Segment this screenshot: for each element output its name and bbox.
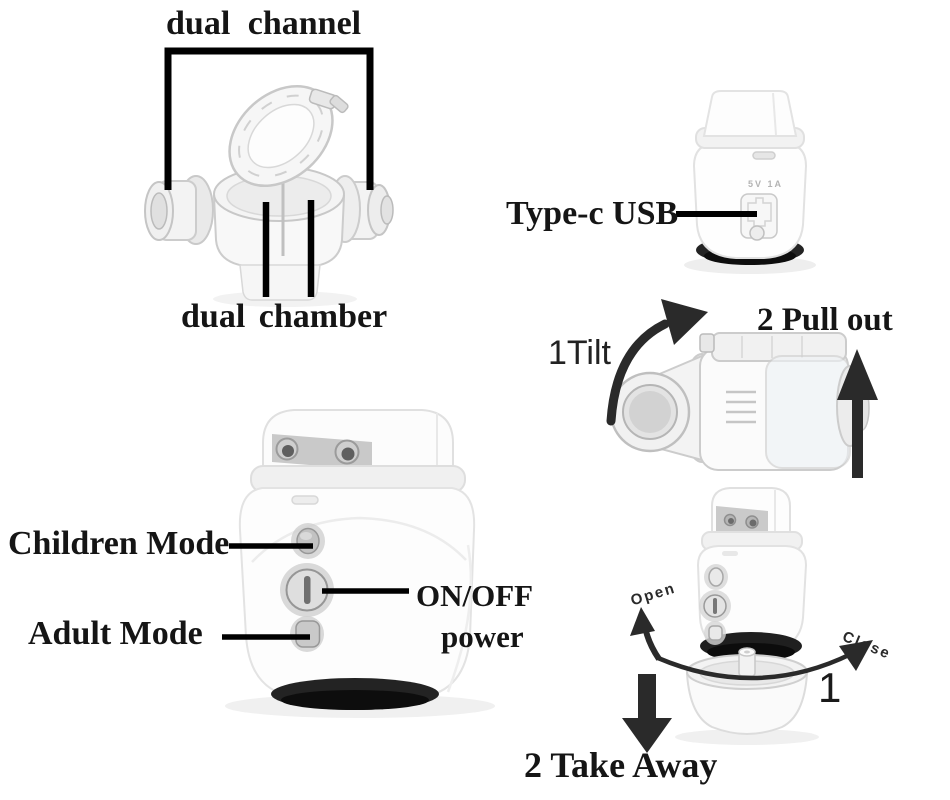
exploded-chamber-device bbox=[609, 332, 870, 471]
main-device bbox=[225, 409, 495, 718]
base-dish bbox=[675, 647, 819, 745]
tilt-label: 1Tilt bbox=[548, 334, 611, 372]
adult-mode-button bbox=[295, 620, 321, 648]
dual-channel-bracket bbox=[164, 47, 374, 190]
step-one-label: 1 bbox=[818, 664, 842, 711]
dual-chamber-label: dual chamber bbox=[181, 298, 388, 335]
children-mode-label: Children Mode bbox=[8, 525, 230, 562]
power-label: power bbox=[441, 619, 524, 654]
take-away-arrow-icon bbox=[622, 674, 672, 753]
pull-out-label: 2 Pull out bbox=[757, 302, 893, 338]
open-arrow-icon bbox=[630, 607, 662, 661]
dual-chamber-device bbox=[144, 84, 394, 307]
type-c-usb-label: Type-c USB bbox=[506, 195, 679, 232]
on-off-label: ON/OFF bbox=[416, 578, 534, 613]
children-mode-button bbox=[296, 527, 320, 555]
adult-mode-label: Adult Mode bbox=[28, 615, 203, 652]
tilt-arrow-icon bbox=[606, 299, 708, 426]
take-away-label: 2 Take Away bbox=[524, 745, 718, 785]
dual-channel-label: dual channel bbox=[166, 5, 362, 42]
usb-device bbox=[684, 90, 816, 274]
port-rating-label: 5V 1A bbox=[748, 179, 784, 189]
dual-chamber-pointer-lines bbox=[262, 200, 315, 297]
lower-body-device bbox=[696, 487, 808, 661]
power-button bbox=[285, 568, 329, 612]
rotate-arc-arrow-icon bbox=[657, 640, 873, 681]
pull-out-arrow-icon bbox=[837, 349, 878, 478]
